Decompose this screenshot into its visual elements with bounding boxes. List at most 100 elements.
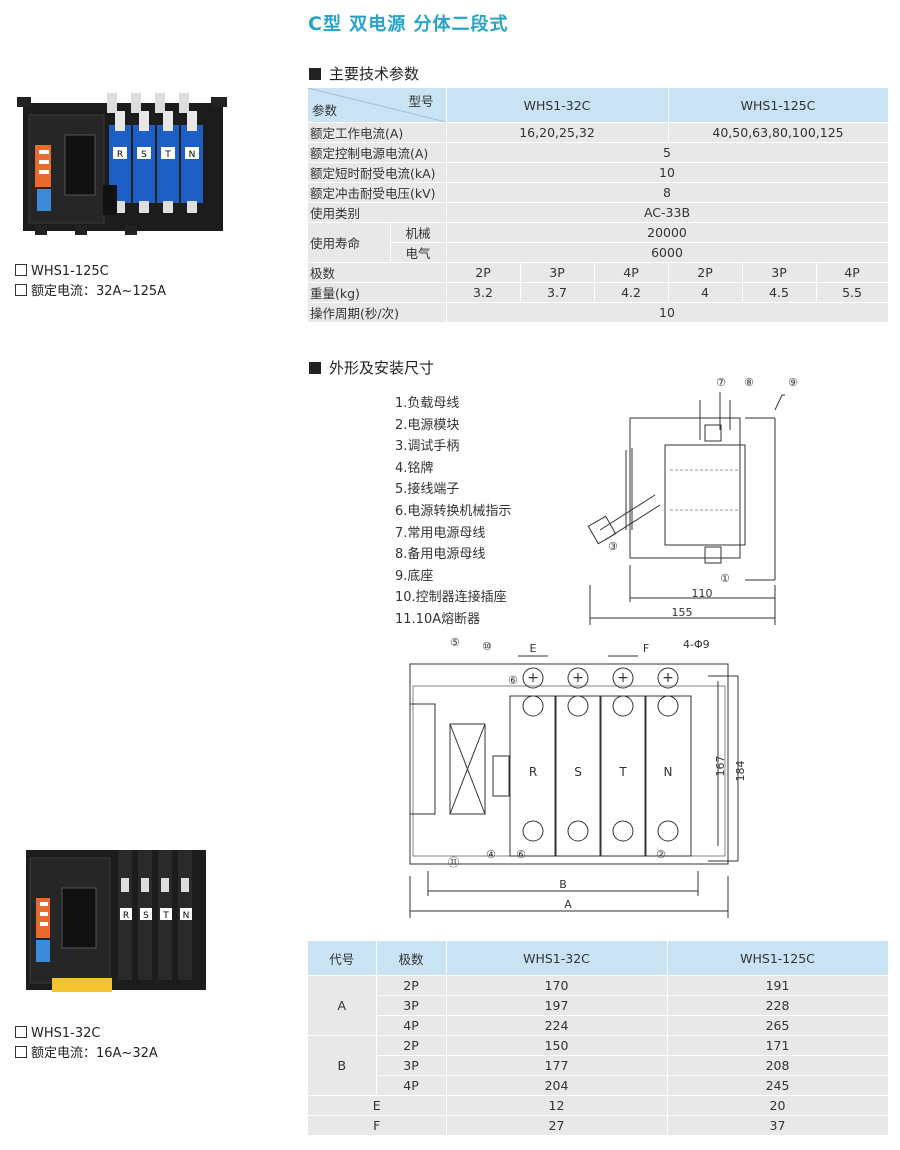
table-row: A 2P 170 191 xyxy=(308,975,889,1036)
legend-item: 4.铭牌 xyxy=(395,460,434,476)
table-row: 4P 224 265 xyxy=(308,1015,889,1036)
product-model: WHS1-125C xyxy=(31,264,109,279)
corner-top-label: 型号 xyxy=(408,94,434,109)
row-label: 极数 xyxy=(308,262,447,283)
diagonal-divider xyxy=(308,88,445,122)
cell-value: 4.5 xyxy=(742,282,817,303)
callout-5: ⑤ xyxy=(450,636,460,649)
phase-label-s: S xyxy=(574,765,582,779)
legend-item: 1.负载母线 xyxy=(395,396,460,411)
cell-value: 6000 xyxy=(446,242,889,263)
legend-item: 5.接线端子 xyxy=(395,482,460,498)
table-row: E 12 20 xyxy=(308,1095,889,1116)
product-image-whs1-125c: R S T N xyxy=(17,93,227,235)
cell-value: 16,20,25,32 xyxy=(446,122,669,143)
cell-value: 191 xyxy=(667,975,889,996)
row-label: 使用类别 xyxy=(308,202,447,223)
cell-value: 4P xyxy=(376,1015,447,1036)
callout-6b: ⑥ xyxy=(516,848,526,861)
cell-value: 10 xyxy=(446,302,889,323)
terminal-plus-icon: + xyxy=(572,670,584,686)
cell-value: 3P xyxy=(376,995,447,1016)
cell-value: 2P xyxy=(668,262,743,283)
row-group-label: B xyxy=(308,1035,377,1096)
spec-row-cycle: 操作周期(秒/次) 10 xyxy=(308,302,889,323)
callout-7: ⑦ xyxy=(716,376,726,389)
legend-item: 11.10A熔断器 xyxy=(395,611,481,627)
row-label: 额定冲击耐受电压(kV) xyxy=(308,182,447,203)
product-current: 额定电流：32A~125A xyxy=(31,284,167,299)
terminal-plus-icon: + xyxy=(662,670,674,686)
product-caption-2: WHS1-32C 额定电流：16A~32A xyxy=(15,1024,158,1064)
cell-value: 5.5 xyxy=(816,282,889,303)
parts-legend: 1.负载母线 2.电源模块 3.调试手柄 4.铭牌 5.接线端子 6.电源转换机… xyxy=(395,393,511,631)
cell-value: 4.2 xyxy=(594,282,669,303)
header-cell: WHS1-125C xyxy=(667,941,889,976)
cell-value: 3P xyxy=(742,262,817,283)
svg-text:S: S xyxy=(141,150,147,160)
legend-item: 10.控制器连接插座 xyxy=(395,590,507,606)
phase-label-n: N xyxy=(664,765,673,779)
cell-value: 170 xyxy=(446,975,668,996)
table-row: 4P 204 245 xyxy=(308,1075,889,1096)
dim-167: 167 xyxy=(714,756,727,777)
cell-value: 177 xyxy=(446,1055,668,1076)
legend-item: 2.电源模块 xyxy=(395,417,460,433)
cell-value: 10 xyxy=(446,162,889,183)
cell-value: 3.2 xyxy=(446,282,521,303)
svg-text:N: N xyxy=(189,150,196,160)
spec-row-life-elec: 电气 6000 xyxy=(308,242,889,263)
section-heading-dims: 外形及安装尺寸 xyxy=(309,357,434,378)
cell-value: 4P xyxy=(816,262,889,283)
callout-1: ① xyxy=(720,572,730,585)
product-model: WHS1-32C xyxy=(31,1026,101,1041)
row-sublabel: 机械 xyxy=(390,222,447,243)
callout-3: ③ xyxy=(608,540,618,553)
cell-value: 204 xyxy=(446,1075,668,1096)
checkbox-icon xyxy=(15,264,27,276)
spec-table: 型号 参数 WHS1-32C WHS1-125C 额定工作电流(A) 16,20… xyxy=(308,88,889,323)
spec-row-impulse-voltage: 额定冲击耐受电压(kV) 8 xyxy=(308,182,889,203)
dim-155: 155 xyxy=(672,606,693,619)
section-heading-specs: 主要技术参数 xyxy=(309,63,419,84)
row-label: 使用寿命 xyxy=(308,222,391,263)
cell-value: 27 xyxy=(446,1115,668,1136)
header-cell: 代号 xyxy=(308,941,377,976)
front-view-drawing: + + + + R S T N ⑤ ⑩ ⑥ ④ ⑪ ⑥ ② E F 4-Φ9 1… xyxy=(409,636,747,918)
cell-value: 2P xyxy=(376,1035,447,1056)
cell-value: 2P xyxy=(376,975,447,996)
spec-row-rated-current: 额定工作电流(A) 16,20,25,32 40,50,63,80,100,12… xyxy=(308,122,889,143)
cell-value: 197 xyxy=(446,995,668,1016)
callout-2: ② xyxy=(656,848,666,861)
cell-value: 4 xyxy=(668,282,743,303)
row-sublabel: 电气 xyxy=(390,242,447,263)
header-cell: WHS1-32C xyxy=(446,941,668,976)
cell-value: AC-33B xyxy=(446,202,889,223)
row-label: 操作周期(秒/次) xyxy=(308,302,447,323)
checkbox-icon xyxy=(15,284,27,296)
square-bullet-icon xyxy=(309,362,321,374)
dim-184: 184 xyxy=(734,761,747,782)
dim-header-row: 代号 极数 WHS1-32C WHS1-125C xyxy=(308,941,889,976)
dimension-table: 代号 极数 WHS1-32C WHS1-125C A 2P 170 191 3P… xyxy=(308,941,889,1136)
cell-value: 4P xyxy=(376,1075,447,1096)
spec-row-short-current: 额定短时耐受电流(kA) 10 xyxy=(308,162,889,183)
cell-value: 8 xyxy=(446,182,889,203)
legend-item: 9.底座 xyxy=(395,568,434,584)
row-label: 重量(kg) xyxy=(308,282,447,303)
svg-text:T: T xyxy=(162,911,169,921)
row-label: 额定短时耐受电流(kA) xyxy=(308,162,447,183)
cell-value: 12 xyxy=(446,1095,668,1116)
cell-value: 3P xyxy=(376,1055,447,1076)
svg-text:R: R xyxy=(117,150,123,160)
dim-f: F xyxy=(643,642,649,655)
table-row: B 2P 150 171 xyxy=(308,1035,889,1096)
row-group-label: A xyxy=(308,975,377,1036)
table-row: F 27 37 xyxy=(308,1115,889,1136)
callout-8: ⑧ xyxy=(744,376,754,389)
cell-value: 3P xyxy=(520,262,595,283)
svg-text:T: T xyxy=(164,150,171,160)
side-view-drawing: ⑦ ⑧ ⑨ ③ ① 110 155 xyxy=(587,376,798,625)
spec-row-life-mech: 使用寿命 机械 20000 xyxy=(308,222,889,263)
callout-10: ⑩ xyxy=(482,640,492,653)
